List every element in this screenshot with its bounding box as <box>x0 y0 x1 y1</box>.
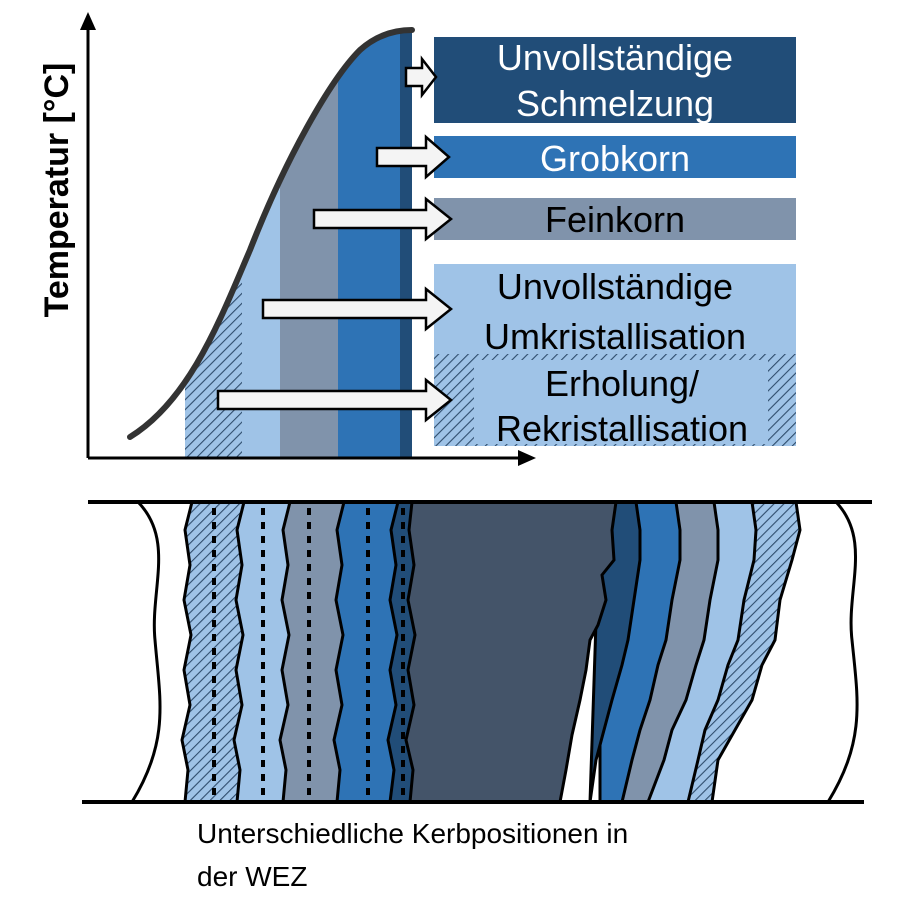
temperature-chart: Temperatur [°C] Unvollständige Schmelzun… <box>38 12 796 466</box>
band-incomplete-fusion <box>400 30 412 458</box>
x-axis-arrowhead <box>518 450 536 466</box>
arrow-incomplete-fusion-icon <box>404 55 438 99</box>
y-axis-label: Temperatur [°C] <box>38 63 76 318</box>
zone-label-recovery-1: Erholung/ <box>545 363 699 404</box>
zone-label-incomplete-recrystallization-2: Umkristallisation <box>484 316 746 357</box>
arrow-recovery-icon <box>216 377 454 423</box>
arrow-coarse-grain-icon <box>375 134 451 180</box>
y-axis-arrowhead <box>80 12 96 30</box>
zone-box-fine-grain <box>434 198 796 240</box>
caption-line-2: der WEZ <box>197 861 307 892</box>
caption-line-1: Unterschiedliche Kerbpositionen in <box>197 818 628 849</box>
arrow-incomplete-recrystallization-icon <box>261 286 454 332</box>
zone-box-recovery-label-bg <box>474 360 768 444</box>
zone-label-incomplete-fusion-1: Unvollständige <box>497 37 733 78</box>
zone-box-incomplete-fusion <box>434 37 796 123</box>
zone-label-incomplete-fusion-2: Schmelzung <box>516 83 714 124</box>
band-coarse-grain <box>338 30 400 458</box>
zone-label-fine-grain: Feinkorn <box>545 199 685 240</box>
left-break-line <box>130 500 162 803</box>
zone-label-incomplete-recrystallization-1: Unvollständige <box>497 266 733 307</box>
arrow-fine-grain-icon <box>312 196 454 242</box>
weld-metal <box>404 500 618 804</box>
zone-box-coarse-grain <box>434 136 796 178</box>
zone-box-incomplete-recrystallization <box>434 264 796 354</box>
zone-label-recovery-2: Rekristallisation <box>496 408 748 449</box>
temperature-curve <box>127 27 415 440</box>
right-break-line <box>826 500 859 803</box>
zone-label-coarse-grain: Grobkorn <box>540 138 690 179</box>
weld-cross-section <box>82 500 872 804</box>
